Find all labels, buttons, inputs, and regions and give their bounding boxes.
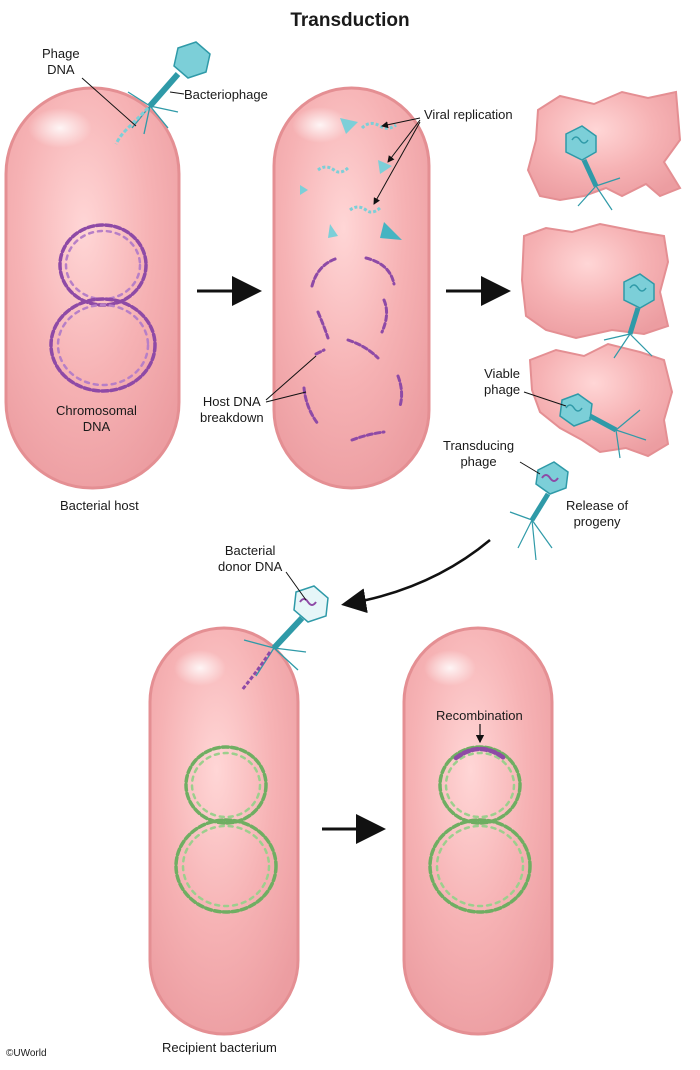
recombination-label: Recombination bbox=[436, 708, 523, 723]
viral-replication-label: Viral replication bbox=[424, 107, 513, 122]
viral-replication-particles bbox=[300, 118, 402, 240]
bacterial-donor-dna-line2: donor DNA bbox=[218, 559, 283, 574]
host-dna-breakdown-label: Host DNA breakdown bbox=[200, 394, 264, 426]
phage-dna-label-line1: Phage bbox=[42, 46, 80, 61]
viable-phage-label: Viable phage bbox=[484, 366, 520, 398]
recipient-bacterium-label: Recipient bacterium bbox=[162, 1040, 277, 1055]
fragmented-host-dna bbox=[302, 256, 404, 442]
bacteriophage-pointer bbox=[169, 91, 185, 95]
donor-dna-pointer bbox=[285, 571, 307, 601]
viral-replication-pointer-2 bbox=[387, 119, 421, 163]
viable-phage-pointer bbox=[523, 391, 567, 407]
host-dna-breakdown-line2: breakdown bbox=[200, 410, 264, 425]
donor-dna-strand bbox=[240, 651, 272, 691]
host-dna-breakdown-line1: Host DNA bbox=[202, 394, 261, 409]
transducing-phage-icon bbox=[509, 461, 569, 561]
release-of-progeny-label: Release of progeny bbox=[566, 498, 628, 530]
bacteriophage-label: Bacteriophage bbox=[184, 87, 268, 102]
transducing-phage-label: Transducing phage bbox=[443, 438, 514, 470]
transducing-phage-pointer bbox=[519, 461, 541, 475]
copyright-notice: ©UWorld bbox=[6, 1048, 47, 1059]
viable-phage-line2: phage bbox=[484, 382, 521, 397]
phage-dna-strand bbox=[114, 106, 150, 145]
bacterial-donor-dna-line1: Bacterial bbox=[224, 543, 276, 558]
viable-phage-line1: Viable bbox=[484, 366, 521, 381]
chromosomal-dna-label-line2: DNA bbox=[82, 419, 111, 434]
lysed-cell-fragments bbox=[520, 90, 682, 458]
viral-replication-pointer-1 bbox=[381, 117, 421, 129]
release-of-progeny-line2: progeny bbox=[573, 514, 621, 529]
host-dna-pointer-1 bbox=[265, 355, 317, 401]
phage-dna-label: Phage DNA bbox=[42, 46, 80, 78]
release-of-progeny-line1: Release of bbox=[566, 498, 629, 513]
transducing-phage-line2: phage bbox=[460, 454, 497, 469]
viral-replication-pointer-3 bbox=[373, 121, 421, 205]
bacteriophage-icon bbox=[127, 41, 211, 135]
recombinant-chromosome bbox=[428, 745, 532, 914]
chromosomal-dna-label-line1: Chromosomal bbox=[56, 403, 137, 418]
viable-phage-icon bbox=[559, 125, 655, 459]
recipient-bacterium-cell bbox=[148, 626, 300, 1036]
recombinant-cell bbox=[402, 626, 554, 1036]
bacterial-host-cell bbox=[4, 86, 181, 490]
bacterial-host-label: Bacterial host bbox=[60, 498, 139, 513]
infection-arrow bbox=[341, 539, 491, 614]
bacterial-donor-dna-label: Bacterial donor DNA bbox=[218, 543, 282, 575]
chromosomal-dna-label: Chromosomal DNA bbox=[56, 403, 137, 435]
chromosomal-dna bbox=[49, 223, 157, 393]
phage-dna-label-line2: DNA bbox=[47, 62, 75, 77]
recipient-chromosome bbox=[174, 745, 278, 914]
infected-cell bbox=[272, 86, 431, 490]
phage-dna-pointer bbox=[81, 77, 137, 127]
transducing-phage-line1: Transducing bbox=[443, 438, 515, 453]
diagram-title: Transduction bbox=[290, 10, 410, 31]
host-dna-pointer-2 bbox=[265, 391, 307, 403]
